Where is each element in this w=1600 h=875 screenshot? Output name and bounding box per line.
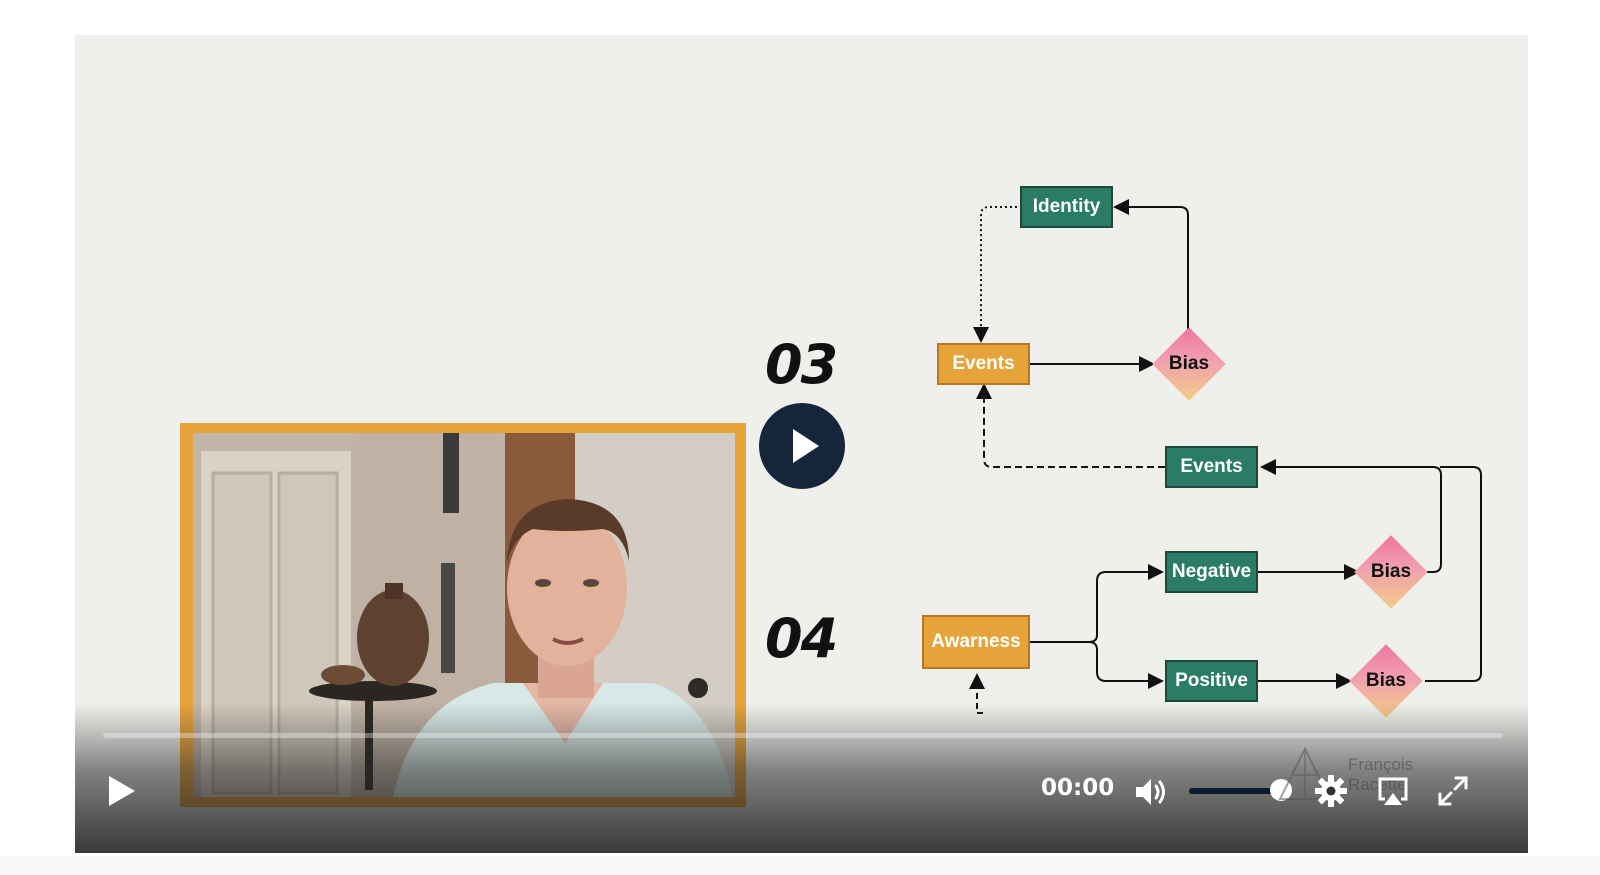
step-number-04: 04 — [765, 607, 838, 670]
video-player[interactable]: Identity Events Bias Events Negative Bia… — [75, 35, 1528, 853]
big-play-button[interactable] — [759, 403, 845, 489]
settings-button[interactable] — [1313, 773, 1349, 809]
node-positive: Positive — [1165, 660, 1258, 702]
controls-overlay — [75, 703, 1528, 853]
time-display: 00:00 — [1041, 775, 1115, 801]
mute-button[interactable] — [1133, 774, 1169, 810]
node-events-mid: Events — [1165, 446, 1258, 488]
page-footer-strip — [0, 856, 1600, 875]
node-negative: Negative — [1165, 551, 1258, 593]
volume-fill — [1189, 788, 1281, 794]
play-icon — [109, 776, 135, 806]
progress-bar[interactable] — [103, 733, 1503, 738]
fullscreen-button[interactable] — [1435, 773, 1471, 809]
gear-icon — [1315, 775, 1347, 807]
play-button[interactable] — [105, 773, 139, 809]
volume-icon — [1136, 779, 1165, 805]
label-bias-positive: Bias — [1365, 670, 1407, 691]
fullscreen-icon — [1438, 776, 1468, 806]
airplay-button[interactable] — [1375, 773, 1411, 809]
watermark-line1: François — [1348, 755, 1414, 774]
node-identity: Identity — [1020, 186, 1113, 228]
airplay-icon — [1378, 777, 1408, 805]
node-awareness: Awarness — [922, 615, 1030, 669]
label-bias-top: Bias — [1168, 353, 1210, 374]
node-events-top: Events — [937, 343, 1030, 385]
label-bias-negative: Bias — [1370, 561, 1412, 582]
step-number-03: 03 — [765, 333, 838, 396]
pyramid-logo-icon — [1278, 746, 1332, 800]
